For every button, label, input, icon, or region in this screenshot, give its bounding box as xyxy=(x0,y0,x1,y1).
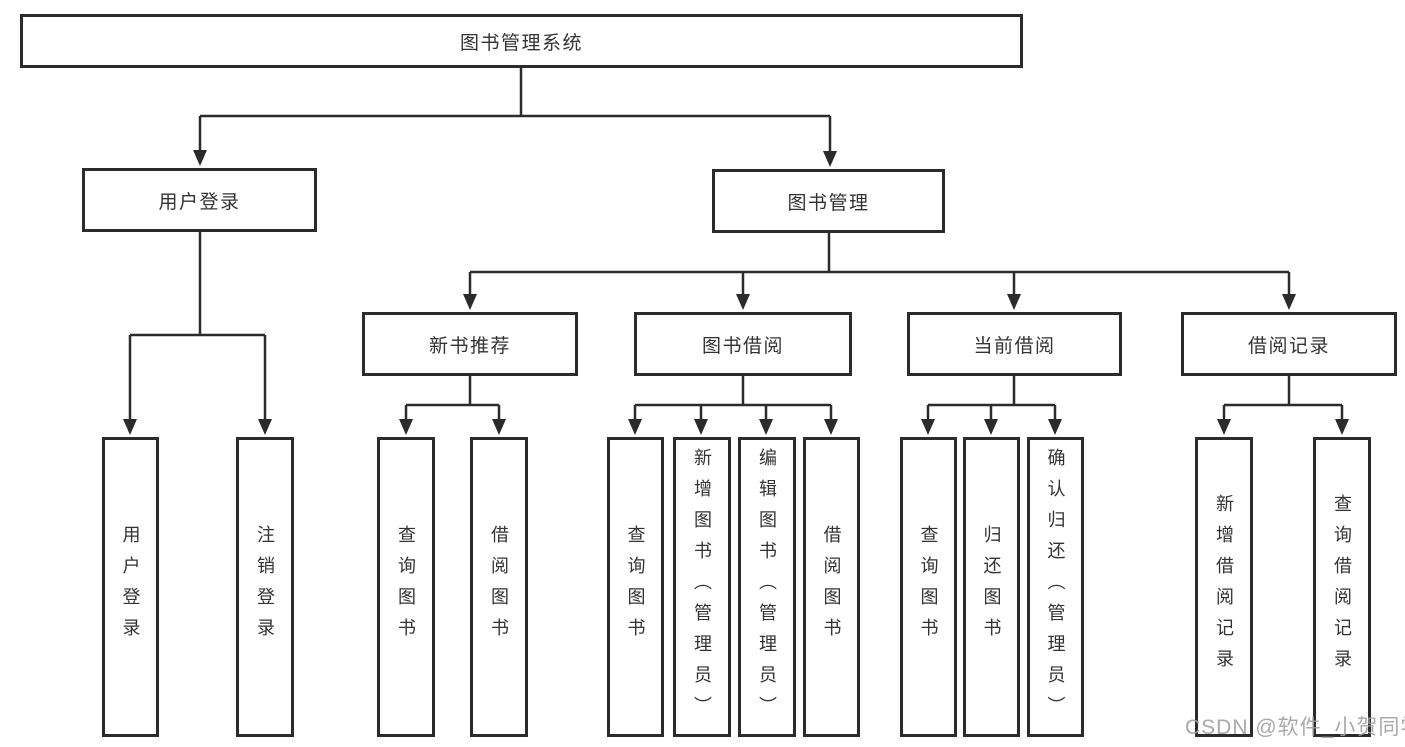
leaf-user-login: 用户登录 xyxy=(102,437,159,737)
leaf-query-books-recommend: 查询图书 xyxy=(377,437,435,737)
leaf-confirm-return-admin-label: 确认归还（管理员） xyxy=(1045,447,1066,727)
node-current-borrow: 当前借阅 xyxy=(907,312,1122,376)
leaf-user-login-label: 用户登录 xyxy=(120,525,141,649)
leaf-edit-book-admin-label: 编辑图书（管理员） xyxy=(757,447,777,727)
leaf-add-book-admin: 新增图书（管理员） xyxy=(673,437,731,737)
leaf-query-books-current: 查询图书 xyxy=(900,437,957,737)
node-book-borrow-label: 图书借阅 xyxy=(701,335,784,357)
leaf-add-borrow-record: 新增借阅记录 xyxy=(1195,437,1253,737)
node-current-borrow-label: 当前借阅 xyxy=(973,335,1056,357)
node-root: 图书管理系统 xyxy=(20,14,1023,68)
node-book-management: 图书管理 xyxy=(712,169,945,233)
leaf-return-book: 归还图书 xyxy=(963,437,1020,737)
leaf-query-books-recommend-label: 查询图书 xyxy=(396,525,416,649)
node-user-login: 用户登录 xyxy=(82,168,317,232)
node-user-login-label: 用户登录 xyxy=(158,191,241,213)
leaf-logout: 注销登录 xyxy=(236,437,294,737)
leaf-query-borrow-record-label: 查询借阅记录 xyxy=(1332,494,1352,680)
node-root-label: 图书管理系统 xyxy=(459,32,583,54)
leaf-add-book-admin-label: 新增图书（管理员） xyxy=(692,447,712,727)
leaf-query-books-borrow-label: 查询图书 xyxy=(625,525,646,649)
node-book-borrow: 图书借阅 xyxy=(634,312,852,376)
leaf-query-books-borrow: 查询图书 xyxy=(607,437,664,737)
leaf-add-borrow-record-label: 新增借阅记录 xyxy=(1214,494,1234,680)
node-borrow-records-label: 借阅记录 xyxy=(1247,335,1330,357)
node-borrow-records: 借阅记录 xyxy=(1181,312,1397,376)
leaf-borrow-books-2: 借阅图书 xyxy=(803,437,860,737)
leaf-logout-label: 注销登录 xyxy=(255,525,275,649)
node-new-book-recommend-label: 新书推荐 xyxy=(428,335,511,357)
node-book-management-label: 图书管理 xyxy=(787,192,870,214)
leaf-borrow-books-2-label: 借阅图书 xyxy=(821,525,842,649)
leaf-confirm-return-admin: 确认归还（管理员） xyxy=(1027,437,1084,737)
leaf-return-book-label: 归还图书 xyxy=(981,525,1002,649)
leaf-query-borrow-record: 查询借阅记录 xyxy=(1313,437,1371,737)
watermark: CSDN @软件_小贺同学 xyxy=(1185,716,1405,739)
node-new-book-recommend: 新书推荐 xyxy=(362,312,578,376)
leaf-borrow-books-recommend: 借阅图书 xyxy=(470,437,528,737)
leaf-query-books-current-label: 查询图书 xyxy=(918,525,939,649)
leaf-edit-book-admin: 编辑图书（管理员） xyxy=(738,437,796,737)
leaf-borrow-books-recommend-label: 借阅图书 xyxy=(489,525,509,649)
